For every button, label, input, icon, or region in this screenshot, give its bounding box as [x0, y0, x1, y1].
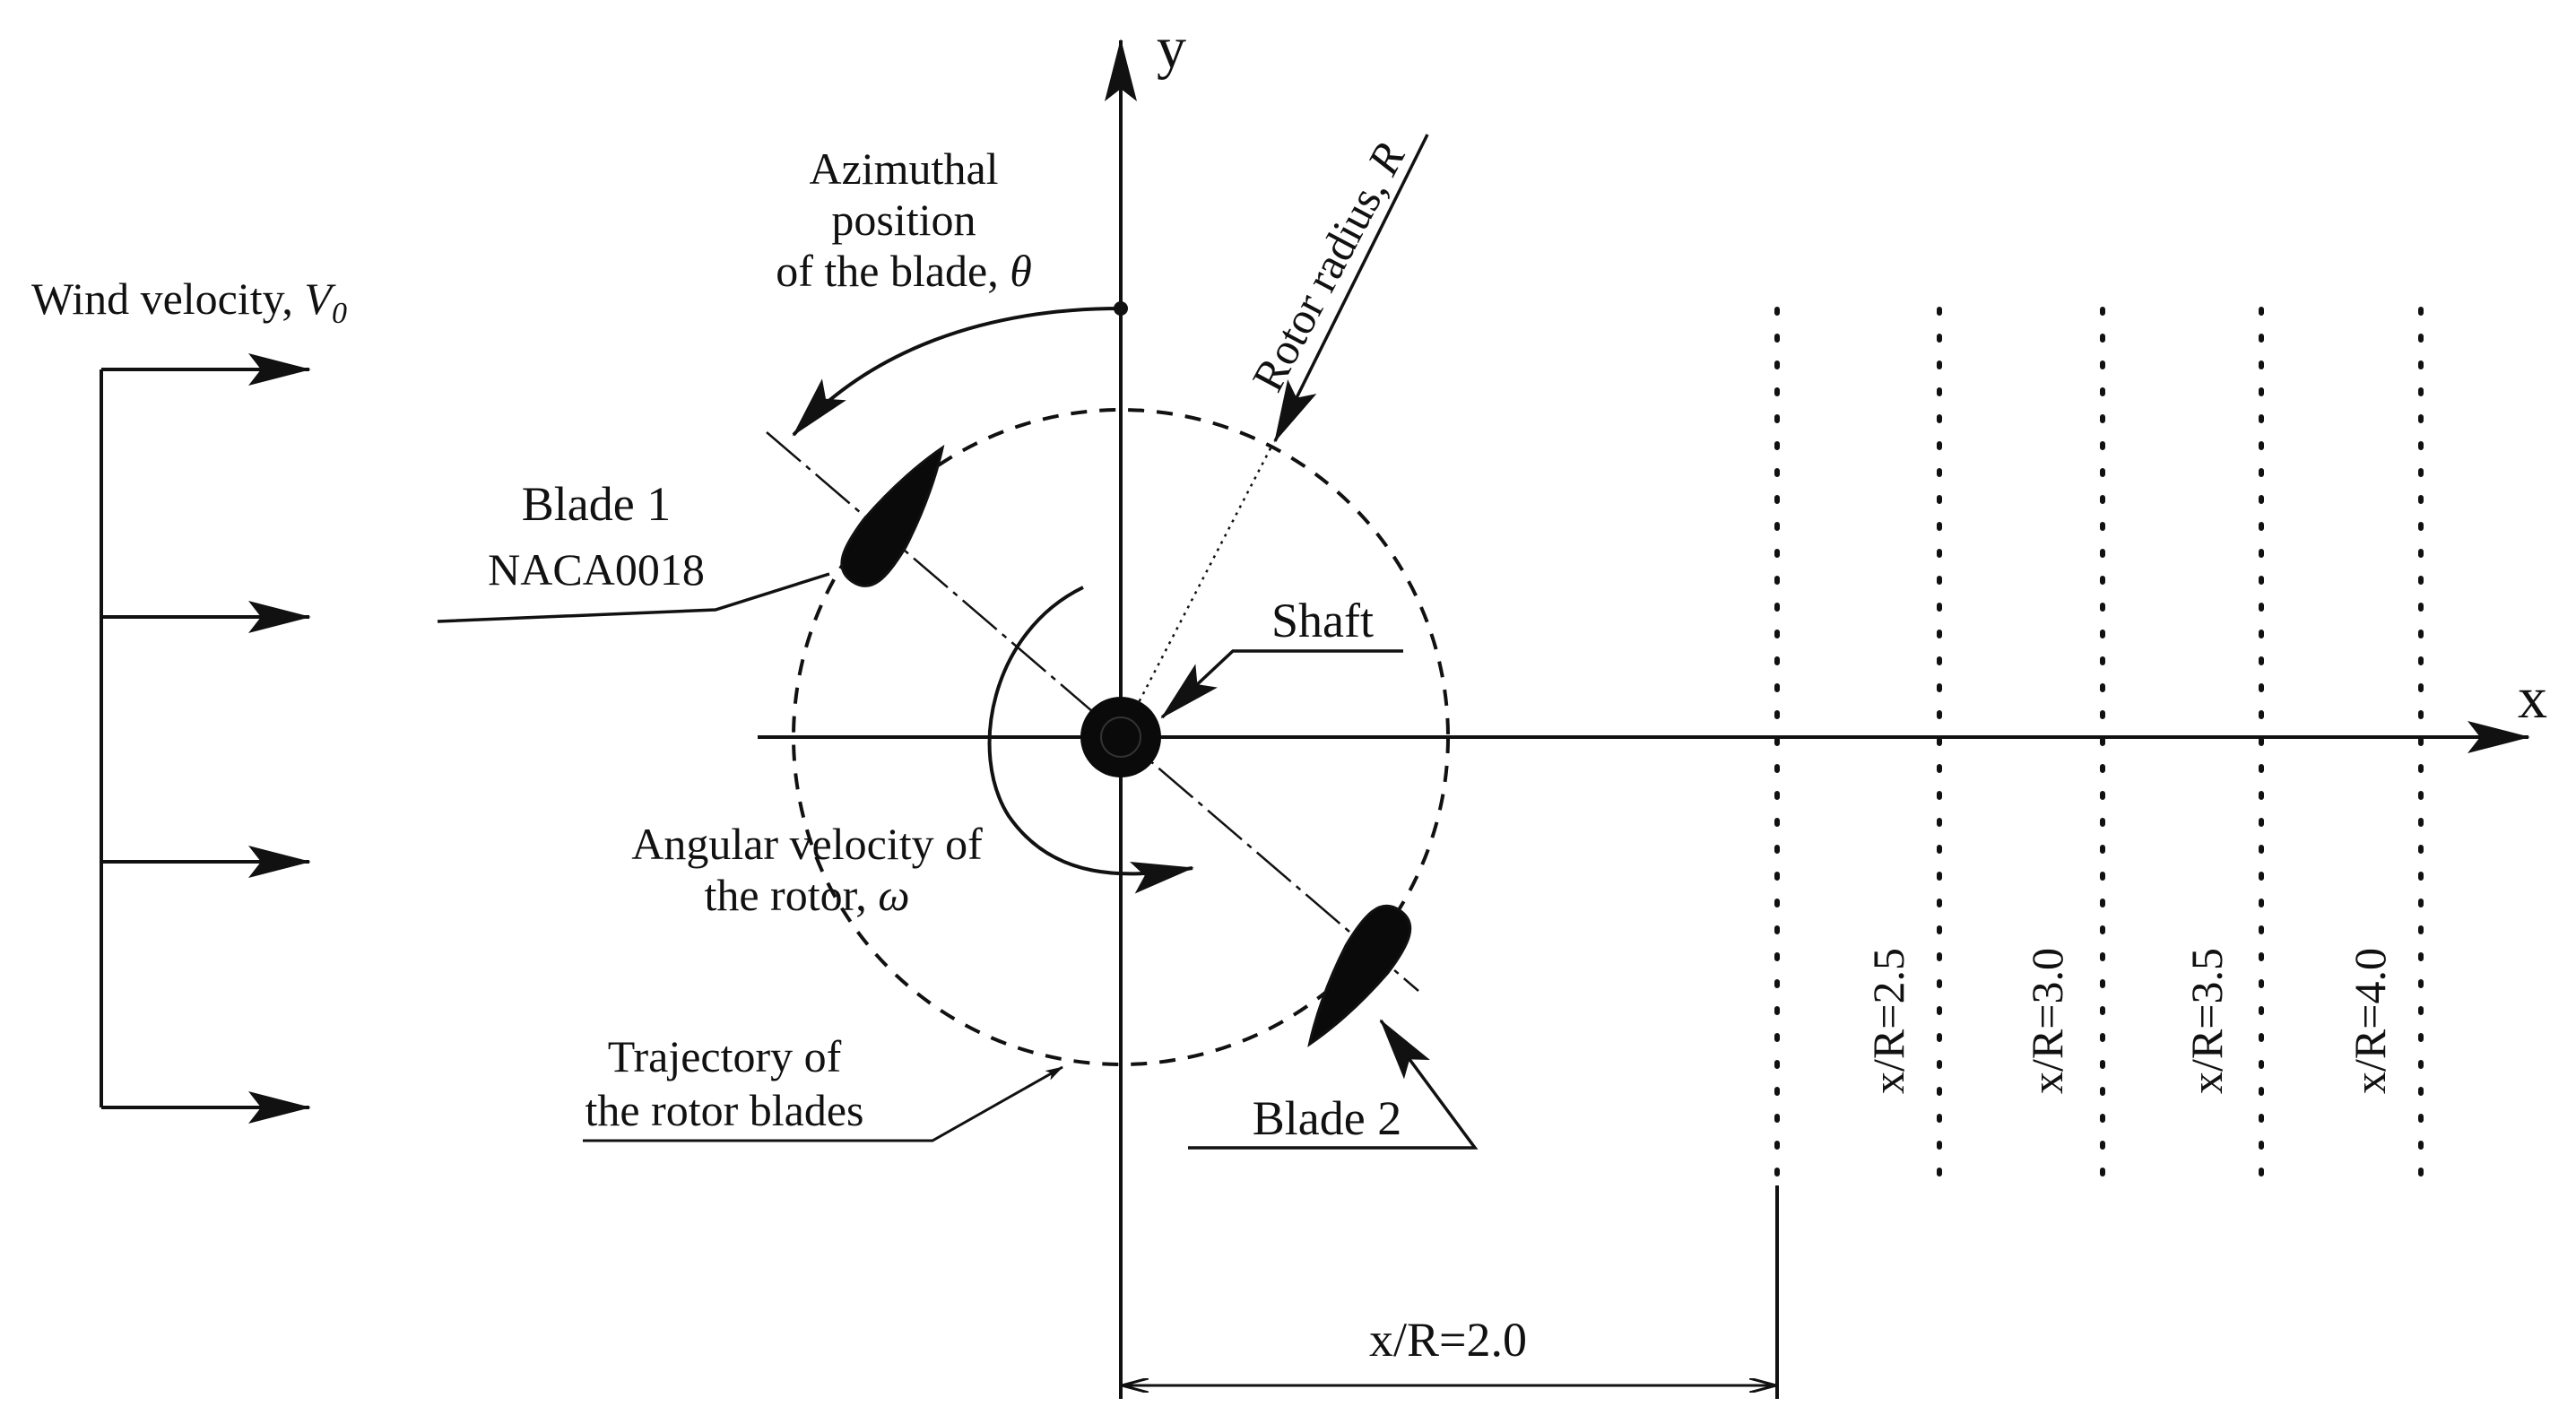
azimuth-label-line3: of the blade, θ [776, 246, 1032, 296]
x-axis-label: x [2518, 665, 2547, 731]
shaft [1080, 697, 1161, 777]
azimuth-label-line2: position [831, 195, 976, 245]
station-label-2.5: x/R=2.5 [1863, 948, 1913, 1094]
rotor-trajectory-circle [792, 408, 1450, 1066]
y-axis-label: y [1157, 15, 1186, 81]
azimuth-arrow [792, 307, 1122, 437]
shaft-detail [1100, 716, 1141, 758]
rotor-radius-line [1119, 446, 1273, 738]
trajectory-line1: Trajectory of [608, 1031, 842, 1081]
blade-1-name: Blade 1 [522, 477, 671, 531]
trajectory-line2: the rotor blades [585, 1085, 863, 1135]
blade-1-airfoil [840, 444, 945, 587]
blade-2-airfoil [1307, 904, 1412, 1047]
station-label-3.0: x/R=3.0 [2022, 948, 2072, 1094]
blade-2-leader [1188, 1019, 1479, 1150]
axes: x y [758, 15, 2547, 1399]
wind-inflow: Wind velocity, V0 [31, 274, 347, 1124]
blade-1-leader [437, 572, 830, 623]
azimuth-label-line1: Azimuthal [809, 143, 998, 194]
dimension-label: x/R=2.0 [1369, 1313, 1527, 1367]
measurement-stations: x/R=2.5 x/R=3.0 x/R=3.5 x/R=4.0 [1774, 307, 2424, 1186]
station-label-4.0: x/R=4.0 [2345, 948, 2395, 1094]
shaft-label: Shaft [1271, 594, 1374, 647]
trajectory-leader [583, 1065, 1063, 1142]
rotor-radius-label: Rotor radius, R [1242, 135, 1414, 399]
blade-1-profile: NACA0018 [488, 544, 705, 595]
angular-velocity-arrow [987, 586, 1194, 894]
shaft-leader [1160, 649, 1403, 719]
blade-2-name: Blade 2 [1253, 1091, 1401, 1145]
wind-velocity-label: Wind velocity, V0 [31, 274, 347, 330]
station-label-3.5: x/R=3.5 [2181, 948, 2232, 1094]
angular-velocity-line2: the rotor, ω [704, 870, 909, 920]
dimension-first-station: x/R=2.0 [1123, 1185, 1779, 1399]
rotor-radius-leader [1273, 134, 1429, 443]
angular-velocity-line1: Angular velocity of [631, 819, 983, 869]
